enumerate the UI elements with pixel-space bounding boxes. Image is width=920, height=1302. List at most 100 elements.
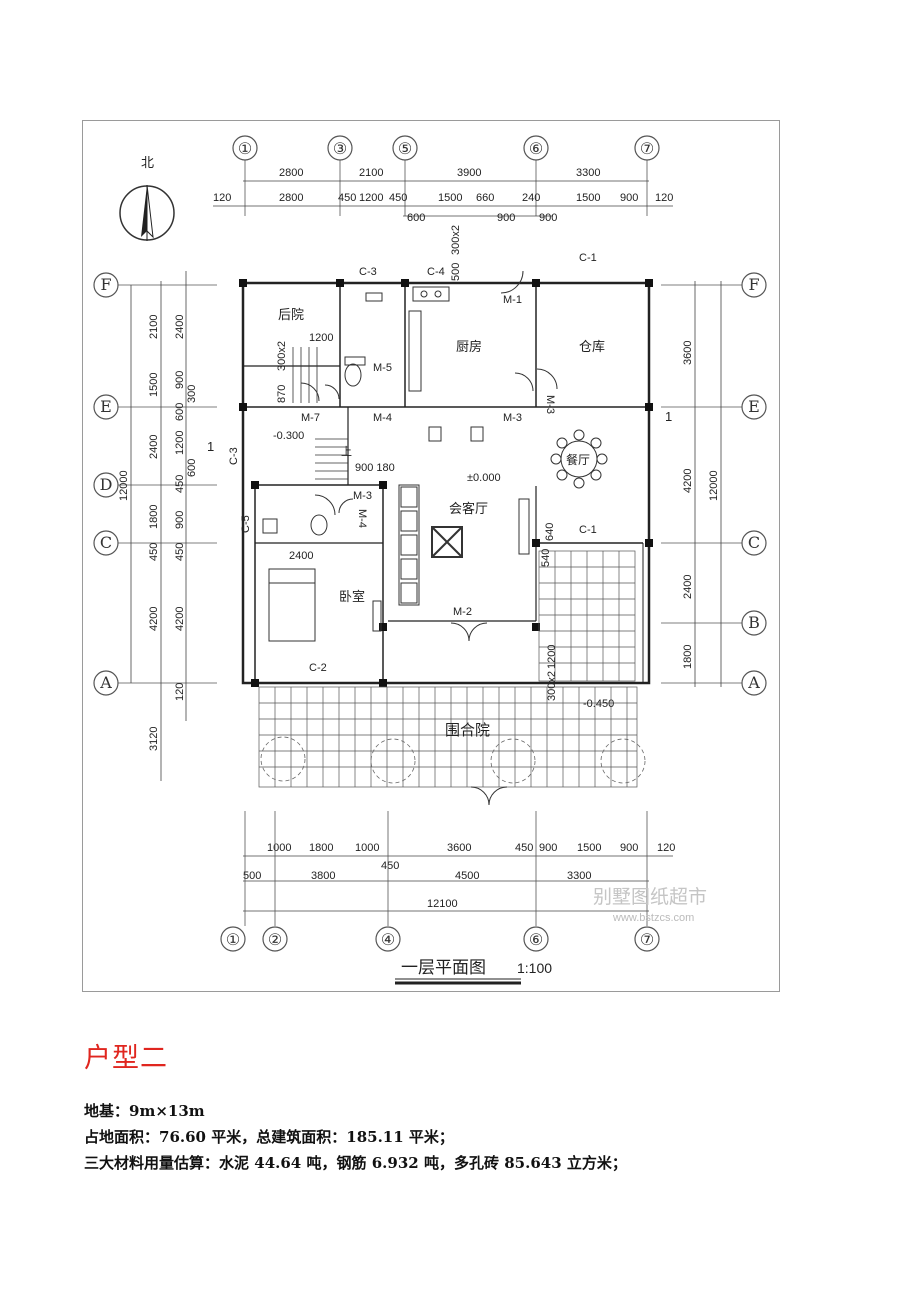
level-zero: ±0.000: [467, 472, 501, 484]
room-kitchen: 厨房: [456, 339, 482, 355]
dim-640: 640: [544, 523, 556, 541]
axis-top-6: ⑥: [529, 139, 543, 158]
top-dim2-4: 1200: [359, 192, 383, 204]
tag-m4-b: M-4: [356, 509, 368, 528]
bottom-dim1-4: 3600: [447, 842, 471, 854]
north-arrow: 北: [119, 156, 175, 241]
top-dim-4: 3300: [576, 167, 600, 179]
bottom-dim2-5: 3300: [567, 870, 591, 882]
right-dim-3: 2400: [682, 575, 694, 599]
room-storage: 仓库: [579, 339, 605, 355]
axis-left-F: F: [100, 275, 111, 294]
cement-label: 水泥: [219, 1154, 250, 1172]
right-axis-bubbles: F E C B A: [661, 272, 767, 696]
left-inner-2: 900: [174, 371, 186, 389]
axis-top-1: ①: [238, 139, 252, 158]
materials-label: 三大材料用量估算：: [84, 1154, 220, 1172]
tag-c1-top: C-1: [579, 252, 597, 264]
room-dining: 餐厅: [566, 452, 590, 467]
level-minus300: -0.300: [273, 430, 304, 442]
top-dim-2: 2100: [359, 167, 383, 179]
building-walls: [241, 281, 651, 685]
axis-top-3: ③: [333, 139, 347, 158]
axis-bottom-7: ⑦: [640, 930, 654, 949]
axis-top-5: ⑤: [398, 139, 412, 158]
room-back-yard: 后院: [278, 308, 304, 323]
bottom-dim2-4: 4500: [455, 870, 479, 882]
drawing-title-block: 一层平面图 1:100: [395, 958, 552, 985]
bottom-dim1-5: 450: [515, 842, 533, 854]
left-dim-1: 2100: [148, 315, 160, 339]
axis-left-D: D: [100, 475, 113, 494]
materials-line: 三大材料用量估算：水泥 44.64 吨，钢筋 6.932 吨，多孔砖 85.64…: [84, 1152, 627, 1173]
left-inner-5: 1200: [174, 431, 186, 455]
stair-up-label: 上: [341, 445, 352, 458]
foundation-label: 地基：: [84, 1102, 130, 1120]
dim-540: 540: [540, 549, 552, 567]
drawing-scale: 1:100: [517, 960, 552, 976]
axis-right-B: B: [748, 613, 760, 632]
bottom-dim1-3: 1000: [355, 842, 379, 854]
left-dim-4: 1800: [148, 505, 160, 529]
axis-bottom-2: ②: [268, 930, 282, 949]
floor-plan-svg: 北 ① ③ ⑤ ⑥ ⑦ 2800 2100 3900 3300 120 2800…: [93, 135, 767, 985]
tag-m7: M-7: [301, 412, 320, 424]
watermark: 别墅图纸超市 www.bstzcs.com: [593, 886, 707, 924]
doors: [300, 270, 558, 806]
left-inner-4: 600: [174, 403, 186, 421]
total-unit: 平米；: [408, 1128, 454, 1146]
room-living: 会客厅: [449, 501, 488, 517]
tag-c4: C-4: [427, 266, 445, 278]
axis-left-E: E: [100, 397, 112, 416]
left-axis-bubbles: F E D C A: [93, 272, 217, 696]
left-dim-2: 1500: [148, 373, 160, 397]
shrubs: [260, 736, 646, 784]
level-marks: ±0.000 -0.300 -0.450 1200 870 300x2 500 …: [207, 225, 672, 710]
left-inner-6: 600: [186, 459, 198, 477]
top-dim2-2: 2800: [279, 192, 303, 204]
dim-1200: 1200: [309, 332, 333, 344]
bottom-dim1-6: 900: [539, 842, 557, 854]
cement-unit: 吨，: [306, 1154, 337, 1172]
foundation-line: 地基：9m×13m: [84, 1100, 205, 1121]
bottom-axis-bubbles: ① ② ④ ⑥ ⑦: [220, 811, 660, 952]
cement-value: 44.64: [254, 1154, 302, 1172]
top-dim2-9: 1500: [576, 192, 600, 204]
bottom-dim1-1: 1000: [267, 842, 291, 854]
axis-bottom-6: ⑥: [529, 930, 543, 949]
left-inner-7: 450: [174, 475, 186, 493]
left-inner-11: 120: [174, 683, 186, 701]
opening-tags: C-3 C-4 C-1 M-1 M-5 M-7 M-4 M-3 M-3 M-3 …: [228, 252, 597, 674]
bottom-dim1-8: 900: [620, 842, 638, 854]
brick-label: 多孔砖: [453, 1154, 499, 1172]
dim-300x2-b: 300x2: [450, 225, 462, 255]
stairs: [292, 347, 348, 480]
top-dim2-8: 240: [522, 192, 540, 204]
steel-unit: 吨，: [423, 1154, 454, 1172]
room-courtyard: 围合院: [445, 721, 490, 739]
steel-value: 6.932: [371, 1154, 419, 1172]
top-dim2-7: 660: [476, 192, 494, 204]
top-dimensions: 2800 2100 3900 3300 120 2800 450 1200 45…: [213, 167, 673, 224]
bottom-total: 12100: [427, 898, 458, 910]
left-inner-9: 450: [174, 543, 186, 561]
axis-right-E: E: [748, 397, 760, 416]
north-label: 北: [141, 156, 154, 171]
top-dim2-10: 900: [620, 192, 638, 204]
right-dim-2: 4200: [682, 469, 694, 493]
dim-1200-b: 1200: [546, 645, 558, 669]
top-dim3-2: 900: [497, 212, 515, 224]
left-dim-6: 4200: [148, 607, 160, 631]
left-inner-1: 2400: [174, 315, 186, 339]
total-label: 总建筑面积：: [256, 1128, 347, 1146]
tag-m3-b: M-3: [544, 395, 556, 414]
steel-label: 钢筋: [336, 1154, 367, 1172]
tag-c2: C-2: [309, 662, 327, 674]
brick-value: 85.643: [504, 1154, 562, 1172]
section-right: 1: [665, 409, 672, 424]
top-dim2-3: 450: [338, 192, 356, 204]
right-dim-4: 1800: [682, 645, 694, 669]
left-total: 12000: [118, 470, 130, 501]
top-dim-1: 2800: [279, 167, 303, 179]
left-inner-10: 4200: [174, 607, 186, 631]
